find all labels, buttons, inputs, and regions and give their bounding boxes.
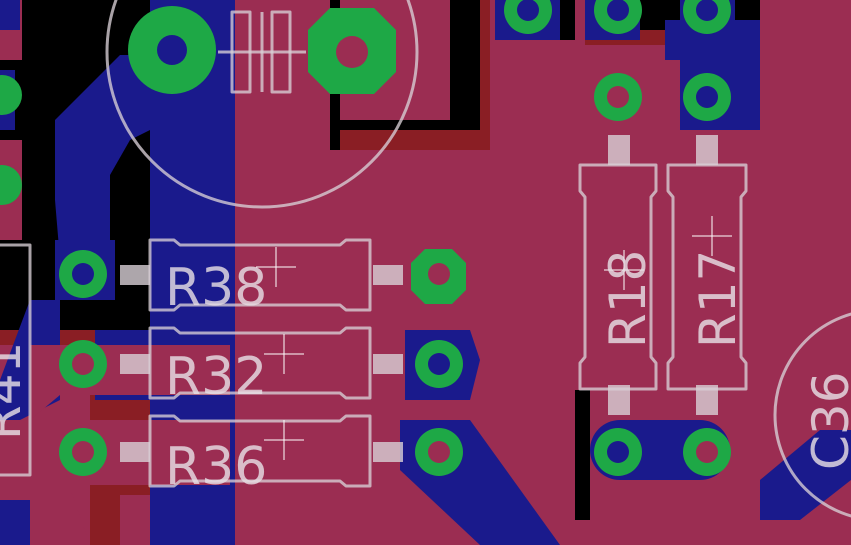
pad	[0, 165, 22, 205]
designator-r38: R38	[165, 258, 267, 318]
resistor-r36: R36	[120, 414, 403, 497]
designator-r17: R17	[689, 250, 747, 348]
pad-hole	[607, 441, 629, 463]
resistor-r32: R32	[120, 326, 403, 407]
resistor-r41: R41	[0, 243, 32, 477]
designator-c36: C36	[802, 371, 851, 470]
capacitor-outline	[105, 0, 419, 209]
resistor-r17: R17	[666, 135, 748, 415]
pad	[0, 75, 22, 115]
pad-hole	[336, 36, 368, 68]
pads	[0, 0, 731, 476]
pad-hole	[428, 353, 450, 375]
designator-r41: R41	[0, 342, 32, 440]
pad-hole	[696, 0, 718, 21]
pad-hole	[72, 441, 94, 463]
pad-hole	[607, 0, 629, 21]
designator-r18: R18	[599, 250, 657, 348]
pad-hole	[696, 86, 718, 108]
pad-hole	[428, 441, 450, 463]
top-copper-traces	[0, 0, 290, 485]
pad-hole	[517, 0, 539, 21]
capacitor-c36: C36	[773, 312, 851, 518]
pad-hole	[607, 86, 629, 108]
designator-r36: R36	[165, 437, 267, 497]
designator-r32: R32	[165, 347, 267, 407]
resistor-r38: R38	[120, 238, 403, 318]
pad-hole	[72, 263, 94, 285]
pad-hole	[696, 441, 718, 463]
electrolytic-capacitor	[105, 0, 419, 209]
pad-hole	[157, 35, 187, 65]
resistor-r18: R18	[578, 135, 658, 415]
pad-hole	[428, 263, 450, 285]
pad-hole	[72, 353, 94, 375]
